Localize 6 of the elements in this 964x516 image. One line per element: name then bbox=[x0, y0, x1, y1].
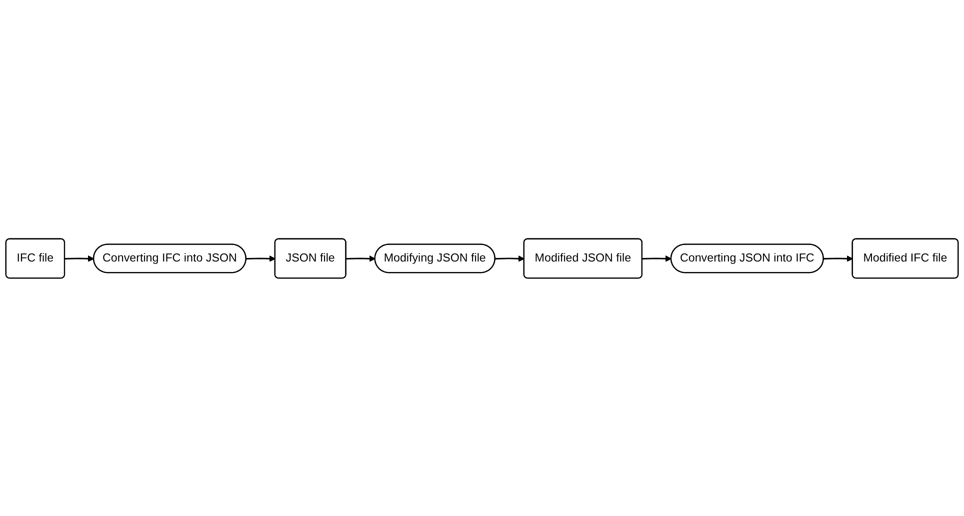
arrow bbox=[495, 255, 525, 262]
arrow bbox=[246, 255, 276, 262]
arrow bbox=[824, 255, 853, 262]
arrow bbox=[64, 255, 94, 262]
arrow bbox=[346, 255, 376, 262]
arrow bbox=[642, 255, 672, 262]
